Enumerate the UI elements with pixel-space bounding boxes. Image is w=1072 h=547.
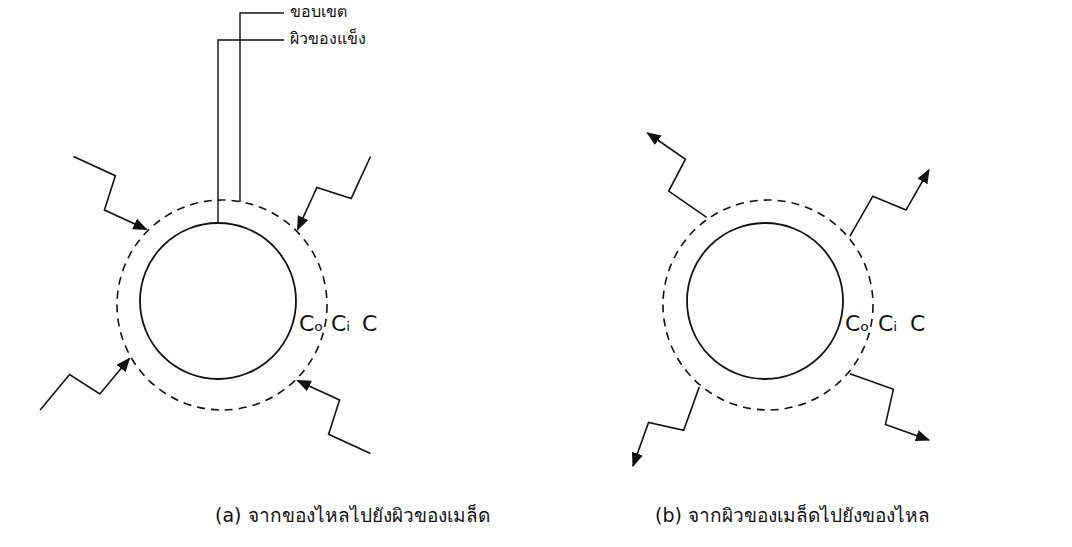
- concentration-symbol: Cₒ: [299, 311, 323, 336]
- solid-particle: [140, 223, 296, 379]
- leader-line: [218, 40, 284, 223]
- part-label: ขอบเขต: [290, 3, 347, 21]
- transfer-arrow: [850, 170, 929, 236]
- concentration-symbol: Cᵢ: [331, 311, 350, 336]
- leader-line: [240, 13, 284, 202]
- transfer-arrow: [298, 157, 371, 230]
- transfer-arrow: [648, 133, 707, 217]
- figure-caption: (a) จากของไหลไปยังผิวของเมล็ด: [215, 505, 490, 527]
- concentration-symbol: C: [910, 311, 925, 336]
- concentration-symbol: Cₒ: [845, 311, 869, 336]
- transfer-arrow: [40, 359, 129, 411]
- transfer-arrow: [633, 387, 699, 466]
- boundary-circle: [663, 200, 873, 410]
- boundary-circle: [117, 200, 327, 410]
- transfer-arrow: [850, 374, 929, 440]
- part-label: ผิวของแข็ง: [290, 30, 366, 48]
- figure-caption: (b) จากผิวของเมล็ดไปยังของไหล: [655, 505, 930, 527]
- transfer-arrow: [74, 157, 147, 230]
- concentration-symbol: Cᵢ: [878, 311, 897, 336]
- transfer-arrow: [298, 381, 371, 454]
- concentration-symbol: C: [362, 311, 377, 336]
- solid-particle: [687, 223, 843, 379]
